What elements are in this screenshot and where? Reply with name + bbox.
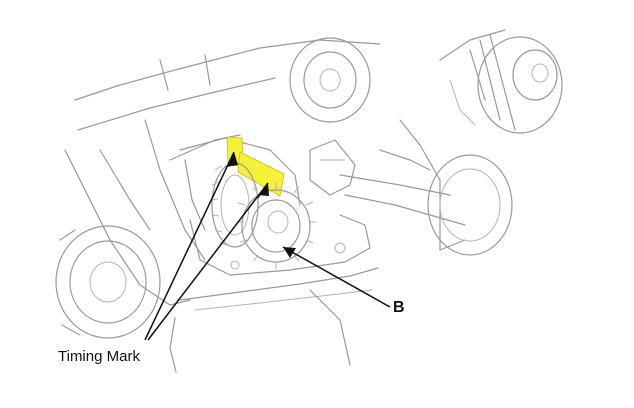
- timing-leader-2: [147, 182, 269, 341]
- b-leader: [282, 246, 391, 308]
- label-timing-mark: Timing Mark: [58, 348, 140, 365]
- left-pulley: [55, 225, 161, 339]
- right-fan-pulley: [439, 29, 563, 134]
- leader-arrows: [144, 151, 391, 341]
- top-pulley: [289, 37, 371, 123]
- timing-leader-1: [144, 151, 235, 341]
- crank-sprocket: [237, 182, 316, 269]
- arrow-head-2: [258, 183, 269, 196]
- engine-block-outline: [64, 39, 466, 373]
- right-cylinder: [309, 139, 513, 256]
- arrow-head-1: [226, 152, 238, 167]
- arrow-head-b: [283, 247, 296, 258]
- gear-bracket: [179, 137, 346, 270]
- label-b: B: [393, 299, 405, 316]
